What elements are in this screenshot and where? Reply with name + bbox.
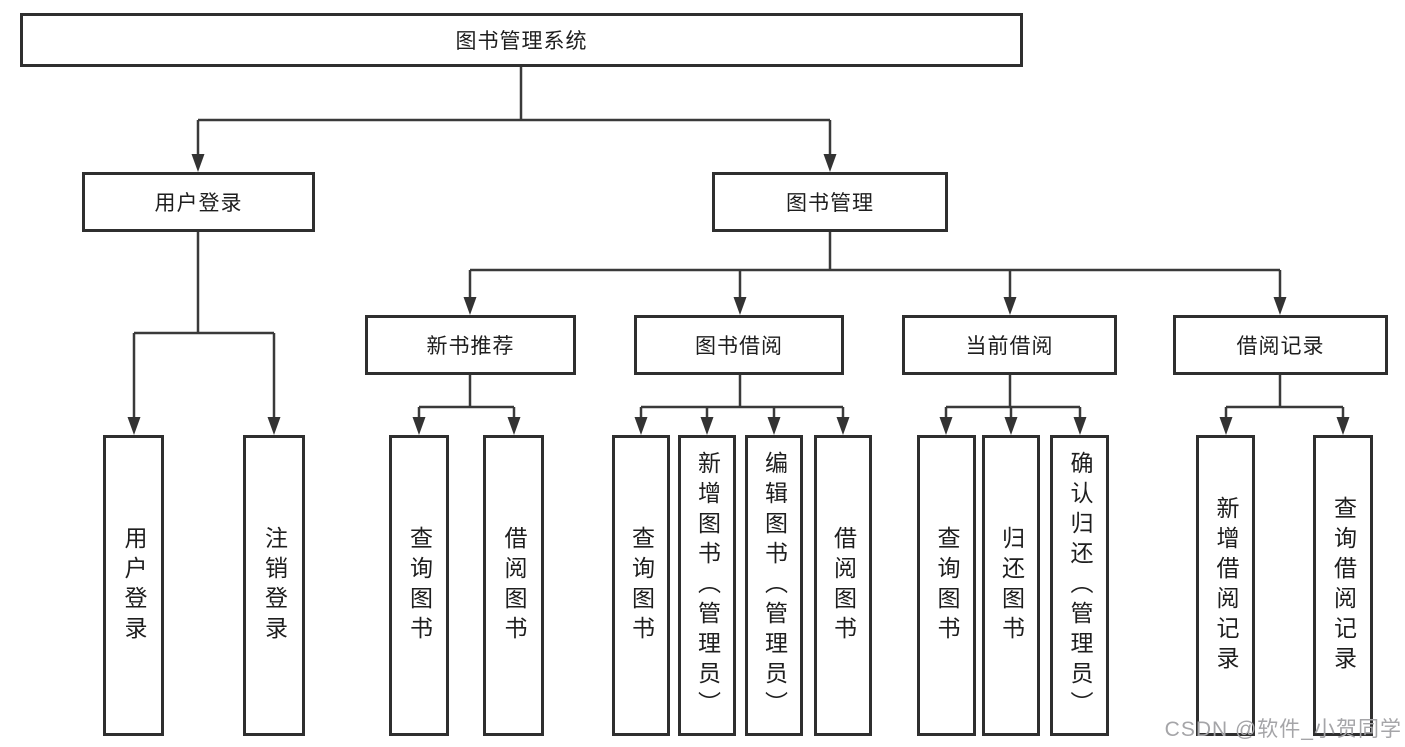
leaf-query-books-1: 查询图书 bbox=[389, 435, 449, 736]
node-root-label: 图书管理系统 bbox=[455, 30, 588, 53]
leaf-add-books-admin-label: 新增图书（管理员） bbox=[694, 450, 721, 721]
leaf-confirm-return-admin-label: 确认归还（管理员） bbox=[1067, 450, 1093, 721]
watermark: CSDN @软件_小贺同学 bbox=[1164, 718, 1402, 741]
node-user-login-label: 用户登录 bbox=[154, 192, 243, 215]
leaf-query-books-3: 查询图书 bbox=[917, 435, 976, 736]
leaf-add-books-admin: 新增图书（管理员） bbox=[678, 435, 736, 736]
node-current-borrowing: 当前借阅 bbox=[902, 315, 1117, 375]
leaf-add-borrow-record: 新增借阅记录 bbox=[1196, 435, 1255, 736]
node-borrowing-records-label: 借阅记录 bbox=[1236, 335, 1325, 358]
connector-user-login-to-children bbox=[127, 232, 281, 435]
leaf-query-books-1-label: 查询图书 bbox=[406, 525, 433, 646]
leaf-confirm-return-admin: 确认归还（管理员） bbox=[1050, 435, 1109, 736]
leaf-return-books: 归还图书 bbox=[982, 435, 1040, 736]
node-book-borrowing-label: 图书借阅 bbox=[695, 335, 783, 358]
node-root: 图书管理系统 bbox=[20, 13, 1023, 67]
connector-new-book-recommend-to-children bbox=[412, 375, 521, 435]
leaf-edit-books-admin: 编辑图书（管理员） bbox=[745, 435, 803, 736]
connector-root-to-level2 bbox=[191, 67, 837, 172]
node-borrowing-records: 借阅记录 bbox=[1173, 315, 1388, 375]
node-user-login: 用户登录 bbox=[82, 172, 315, 232]
leaf-logout-label: 注销登录 bbox=[261, 525, 288, 646]
leaf-user-login: 用户登录 bbox=[103, 435, 164, 736]
leaf-borrow-books-2-label: 借阅图书 bbox=[830, 525, 857, 646]
node-new-book-recommend-label: 新书推荐 bbox=[426, 335, 515, 358]
leaf-borrow-books-1: 借阅图书 bbox=[483, 435, 544, 736]
node-book-management: 图书管理 bbox=[712, 172, 948, 232]
leaf-logout: 注销登录 bbox=[243, 435, 305, 736]
connector-borrowing-records-to-children bbox=[1219, 375, 1350, 435]
node-book-borrowing: 图书借阅 bbox=[634, 315, 844, 375]
node-book-management-label: 图书管理 bbox=[786, 192, 874, 215]
leaf-add-borrow-record-label: 新增借阅记录 bbox=[1213, 495, 1239, 676]
leaf-query-books-3-label: 查询图书 bbox=[934, 525, 960, 646]
node-current-borrowing-label: 当前借阅 bbox=[965, 335, 1054, 358]
connector-book-management-to-level3 bbox=[463, 232, 1287, 315]
leaf-return-books-label: 归还图书 bbox=[998, 525, 1025, 646]
leaf-borrow-books-1-label: 借阅图书 bbox=[501, 525, 527, 646]
leaf-query-borrow-record-label: 查询借阅记录 bbox=[1330, 495, 1357, 676]
connector-book-borrowing-to-children bbox=[634, 375, 850, 435]
leaf-user-login-label: 用户登录 bbox=[121, 525, 147, 646]
connector-current-borrowing-to-children bbox=[939, 375, 1087, 435]
leaf-query-borrow-record: 查询借阅记录 bbox=[1313, 435, 1373, 736]
leaf-query-books-2: 查询图书 bbox=[612, 435, 670, 736]
leaf-borrow-books-2: 借阅图书 bbox=[814, 435, 872, 736]
leaf-edit-books-admin-label: 编辑图书（管理员） bbox=[761, 450, 788, 721]
leaf-query-books-2-label: 查询图书 bbox=[628, 525, 655, 646]
node-new-book-recommend: 新书推荐 bbox=[365, 315, 576, 375]
